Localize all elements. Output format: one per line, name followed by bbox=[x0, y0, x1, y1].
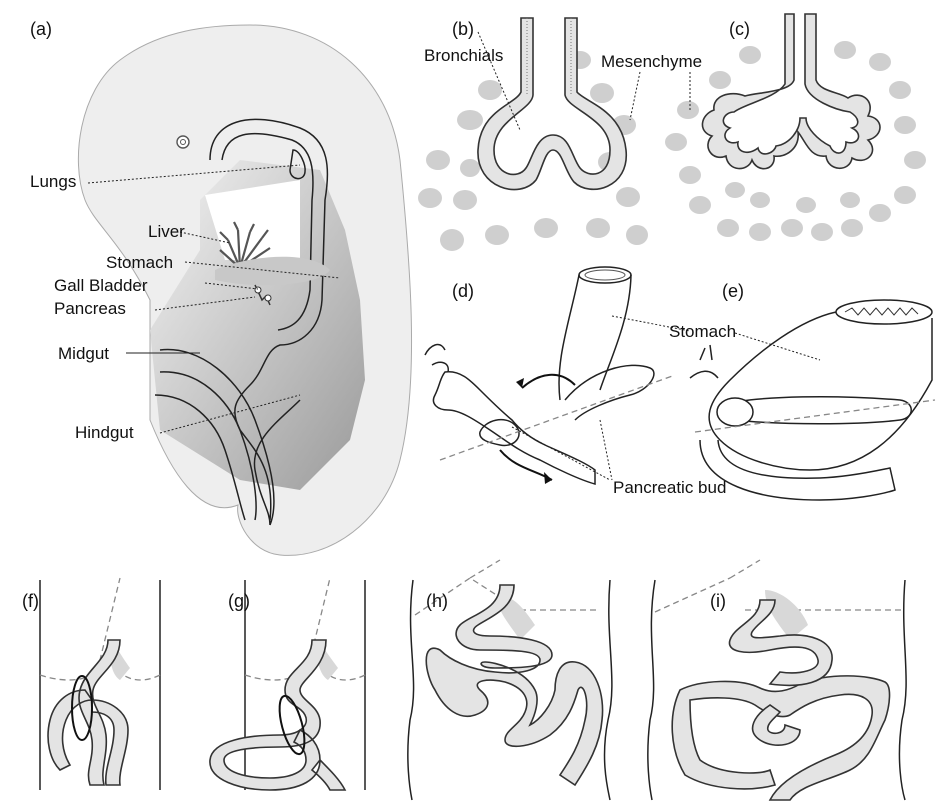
rotation-arrow-upper bbox=[522, 375, 575, 388]
panel-label-b: (b) bbox=[452, 19, 474, 39]
bronchials-label: Bronchials bbox=[424, 46, 503, 65]
panel-d-pancreatic-buds: (d) Pancreatic bud bbox=[425, 267, 726, 497]
panel-label-a: (a) bbox=[30, 19, 52, 39]
stomach-label: Stomach bbox=[106, 253, 173, 272]
panel-label-h: (h) bbox=[426, 591, 448, 611]
stomach-opening-d bbox=[579, 267, 631, 283]
panel-c-branching-bud: (c) Mesenchyme bbox=[601, 14, 926, 241]
mesenchyme-label: Mesenchyme bbox=[601, 52, 702, 71]
panel-label-g: (g) bbox=[228, 591, 250, 611]
panel-label-d: (d) bbox=[452, 281, 474, 301]
panel-e-rotated-stomach: (e) Stomach bbox=[669, 281, 935, 500]
ventral-pancreatic-bud bbox=[480, 420, 519, 446]
panel-label-i: (i) bbox=[710, 591, 726, 611]
stomach-body-e bbox=[709, 312, 932, 470]
pancreatic-bud-label: Pancreatic bud bbox=[613, 478, 726, 497]
panel-a-embryo: (a) Lungs Liver Stomach Gall Bladder Pan… bbox=[30, 19, 412, 555]
duodenum-d bbox=[433, 372, 595, 484]
panel-h-midgut-rotation: (h) bbox=[408, 560, 612, 800]
stomach-label-de: Stomach bbox=[669, 322, 736, 341]
panel-label-e: (e) bbox=[722, 281, 744, 301]
hindgut-label: Hindgut bbox=[75, 423, 134, 442]
panel-label-c: (c) bbox=[729, 19, 750, 39]
liver-label: Liver bbox=[148, 222, 185, 241]
lungs-label: Lungs bbox=[30, 172, 76, 191]
rotation-arrow-lower bbox=[500, 450, 552, 480]
panel-g-midgut-rotation: (g) bbox=[210, 578, 365, 790]
panel-i-midgut-rotation: (i) bbox=[648, 560, 906, 800]
eye-icon bbox=[177, 136, 189, 148]
gall-bladder-label: Gall Bladder bbox=[54, 276, 148, 295]
midgut-label: Midgut bbox=[58, 344, 109, 363]
pancreas-label: Pancreas bbox=[54, 299, 126, 318]
panel-label-f: (f) bbox=[22, 591, 39, 611]
panel-f-midgut-rotation: (f) bbox=[22, 578, 160, 790]
dorsal-pancreatic-bud bbox=[565, 365, 654, 420]
